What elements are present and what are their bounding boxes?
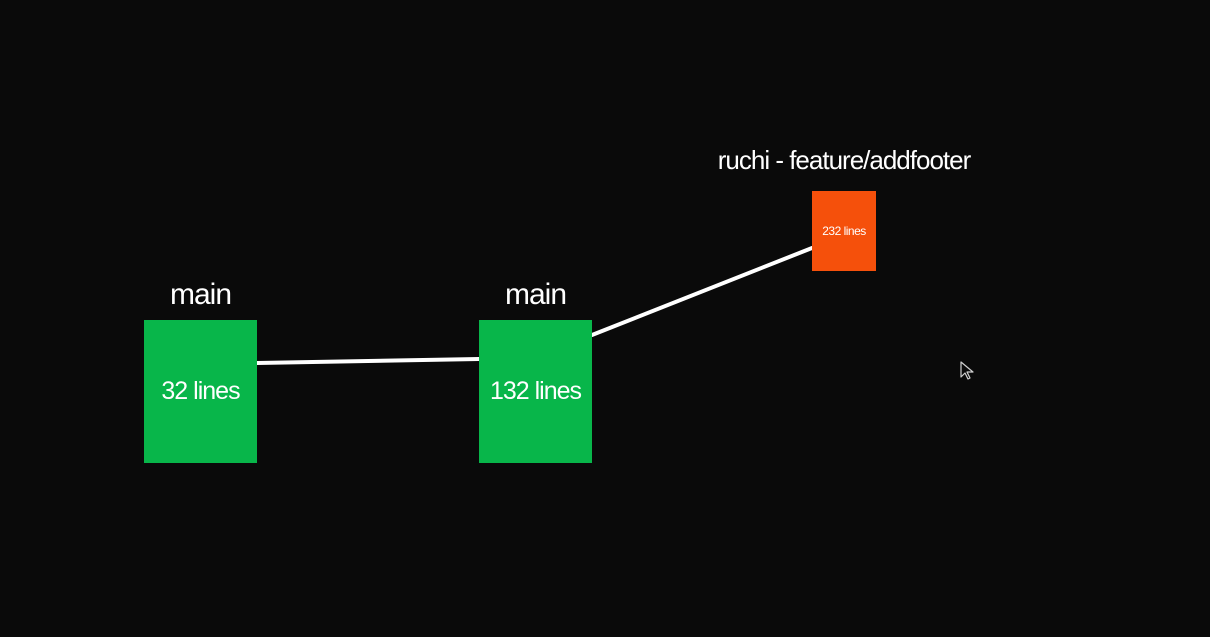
pointer-arrow-icon: [960, 361, 974, 380]
commit-node-main-2: 132 lines: [479, 320, 592, 463]
commit-node-main-1: 32 lines: [144, 320, 257, 463]
commit-node-text: 132 lines: [489, 377, 582, 405]
commit-node-text: 232 lines: [822, 224, 866, 238]
commit-node-feature: 232 lines: [812, 191, 876, 271]
branch-label-main-1: main: [169, 278, 232, 311]
edge-main-1-to-main-2: [255, 357, 481, 365]
edge-main-2-to-feature: [590, 246, 814, 337]
commit-node-text: 32 lines: [161, 377, 240, 405]
branch-label-feature: ruchi - feature/addfooter: [717, 145, 972, 175]
branch-label-main-2: main: [504, 278, 567, 311]
